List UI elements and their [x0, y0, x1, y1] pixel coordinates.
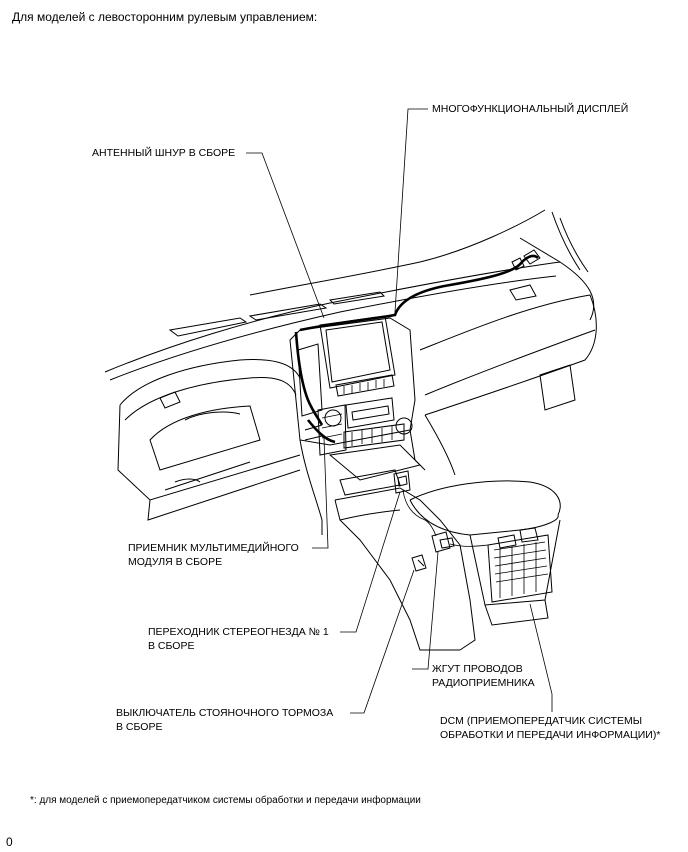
label-stereo-adapter: ПЕРЕХОДНИК СТЕРЕОГНЕЗДА № 1 В СБОРЕ	[148, 625, 329, 653]
label-receiver-line1: ПРИЕМНИК МУЛЬТИМЕДИЙНОГО	[128, 542, 299, 554]
label-antenna-cord: АНТЕННЫЙ ШНУР В СБОРЕ	[92, 147, 236, 159]
label-radio-harness: ЖГУТ ПРОВОДОВ РАДИОПРИЕМНИКА	[432, 662, 535, 690]
page-heading: Для моделей с левосторонним рулевым упра…	[12, 10, 318, 24]
label-stereo-line1: ПЕРЕХОДНИК СТЕРЕОГНЕЗДА № 1	[148, 626, 329, 638]
label-stereo-line2: В СБОРЕ	[148, 640, 195, 652]
label-parking-brake-switch: ВЫКЛЮЧАТЕЛЬ СТОЯНОЧНОГО ТОРМОЗА В СБОРЕ	[116, 706, 333, 734]
label-receiver: ПРИЕМНИК МУЛЬТИМЕДИЙНОГО МОДУЛЯ В СБОРЕ	[128, 541, 299, 569]
label-harness-line1: ЖГУТ ПРОВОДОВ	[432, 663, 523, 675]
label-multi-display: МНОГОФУНКЦИОНАЛЬНЫЙ ДИСПЛЕЙ	[432, 103, 629, 115]
label-dcm-line1: DCM (ПРИЕМОПЕРЕДАТЧИК СИСТЕМЫ	[440, 715, 643, 727]
label-brake-line2: В СБОРЕ	[116, 721, 163, 733]
label-dcm-line2: ОБРАБОТКИ И ПЕРЕДАЧИ ИНФОРМАЦИИ)*	[440, 729, 661, 741]
label-harness-line2: РАДИОПРИЕМНИКА	[432, 677, 535, 689]
label-brake-line1: ВЫКЛЮЧАТЕЛЬ СТОЯНОЧНОГО ТОРМОЗА	[116, 707, 334, 719]
label-dcm: DCM (ПРИЕМОПЕРЕДАТЧИК СИСТЕМЫ ОБРАБОТКИ …	[440, 714, 660, 742]
footnote: *: для моделей с приемопередатчиком сист…	[30, 795, 421, 806]
figure-code: 0	[6, 835, 13, 849]
label-receiver-line2: МОДУЛЯ В СБОРЕ	[128, 556, 223, 568]
